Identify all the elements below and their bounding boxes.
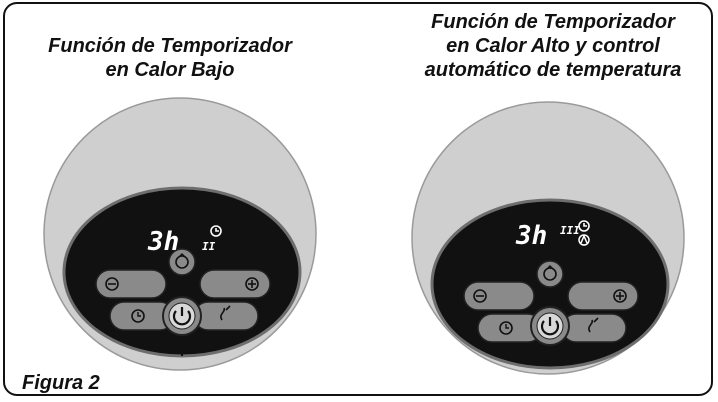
oscillation-icon [543, 267, 557, 281]
left-heater-unit: 3h II [43, 97, 317, 371]
right-title-line-1: Función de Temporizador [431, 11, 675, 33]
right-title-line-2: en Calor Alto y control [446, 35, 660, 57]
minus-icon [473, 289, 487, 303]
plus-icon [245, 277, 259, 291]
left-title-line-2: en Calor Bajo [105, 59, 235, 81]
minus-icon [105, 277, 119, 291]
power-button[interactable] [530, 306, 570, 346]
plus-button[interactable] [199, 269, 271, 299]
left-title-line-1: Función de Temporizador [48, 35, 292, 57]
plus-icon [613, 289, 627, 303]
timer-icon [131, 309, 145, 323]
minus-button[interactable] [463, 281, 535, 311]
clock-icon [578, 220, 590, 232]
plus-button[interactable] [567, 281, 639, 311]
left-panel-title: Función de Temporizador en Calor Bajo [20, 34, 320, 82]
thermostat-icon [588, 317, 599, 333]
power-icon [172, 310, 192, 326]
thermostat-icon [220, 305, 231, 321]
power-button[interactable] [162, 296, 202, 336]
timer-readout: 3h [515, 221, 547, 251]
figure-caption: Figura 2 [22, 372, 100, 394]
oscillation-button[interactable] [168, 248, 196, 276]
thermostat-button[interactable] [561, 313, 627, 343]
clock-icon [210, 225, 222, 237]
right-title-line-3: automático de temperatura [424, 59, 682, 81]
heat-level-indicator: II [202, 240, 216, 253]
thermostat-button[interactable] [193, 301, 259, 331]
minus-button[interactable] [95, 269, 167, 299]
oscillation-icon [175, 255, 189, 269]
timer-icon [499, 321, 513, 335]
power-icon [540, 320, 560, 336]
auto-thermostat-icon [578, 234, 590, 246]
figure-frame [3, 2, 713, 396]
right-heater-unit: 3h III [411, 101, 685, 375]
oscillation-button[interactable] [536, 260, 564, 288]
right-panel-title: Función de Temporizador en Calor Alto y … [388, 10, 718, 82]
heat-level-indicator: III [560, 224, 580, 237]
